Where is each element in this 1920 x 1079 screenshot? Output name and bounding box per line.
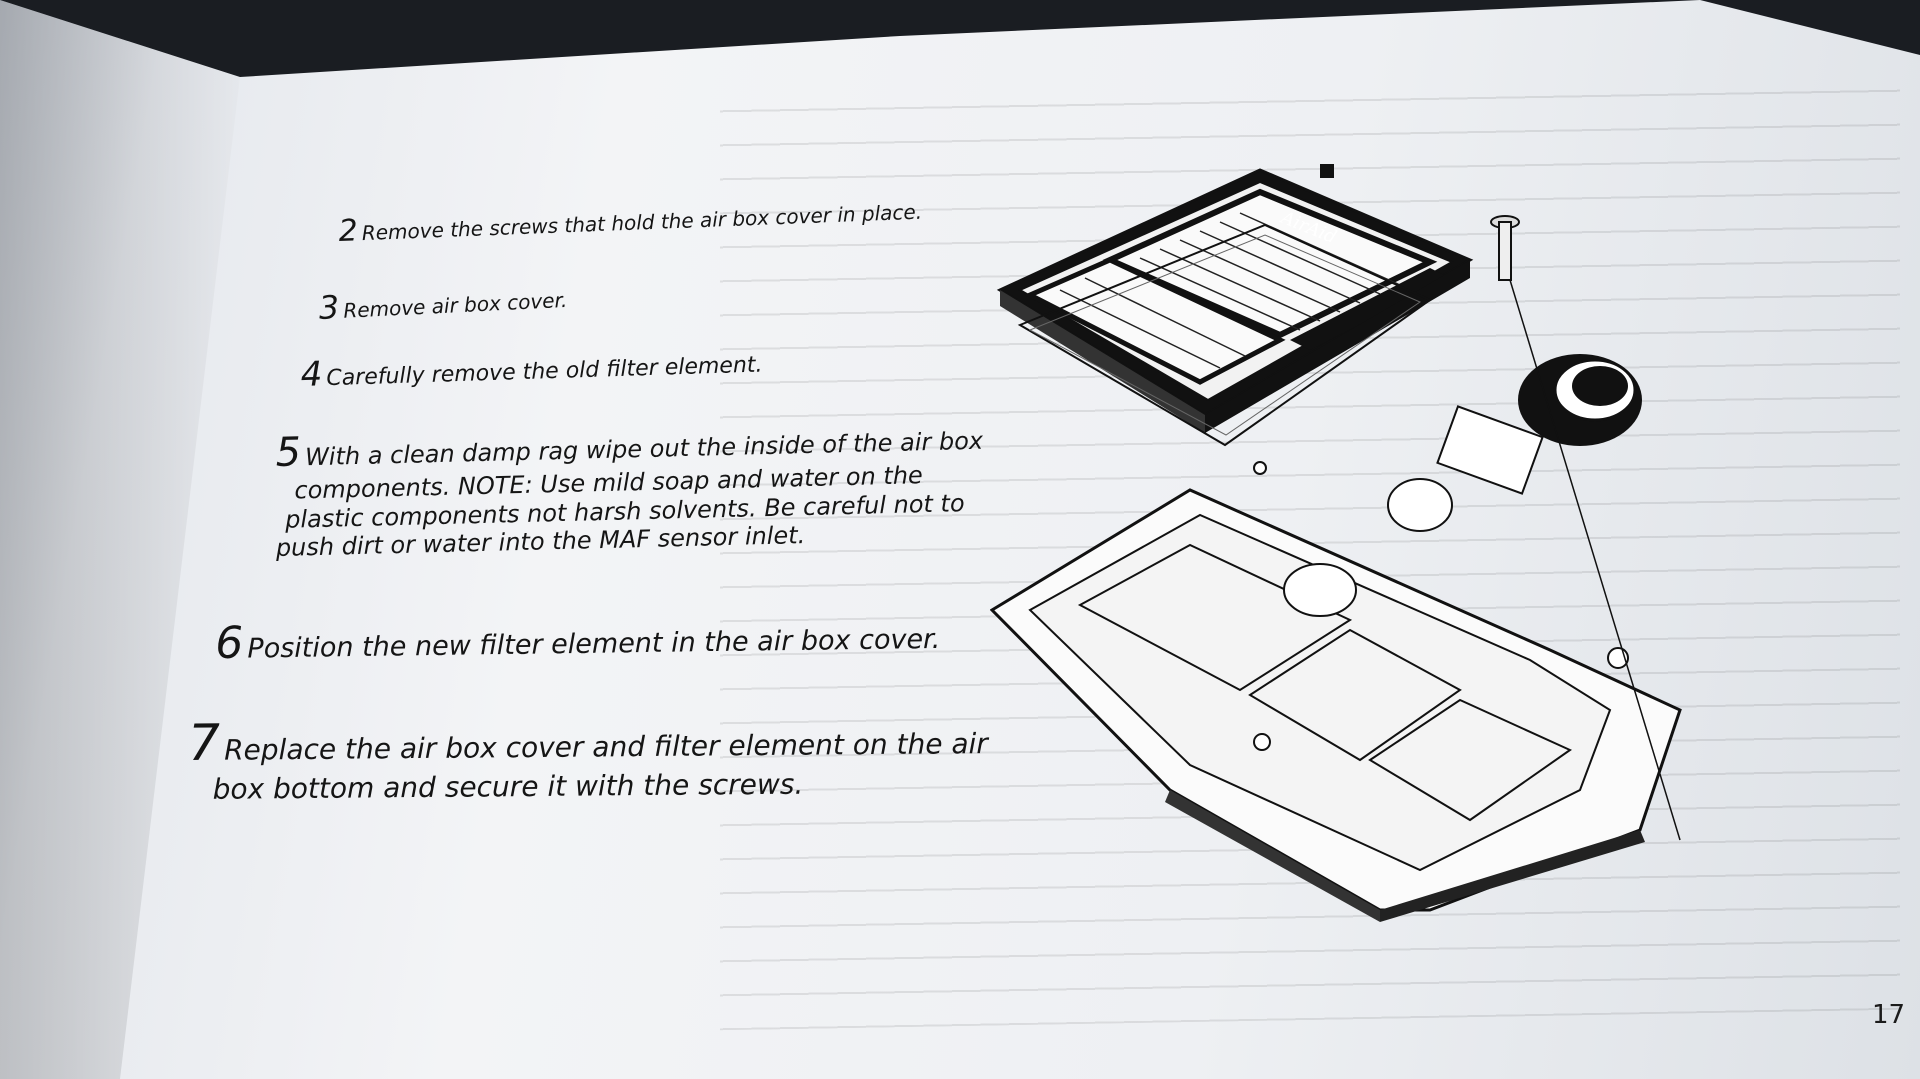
step-number: 7 <box>188 713 221 772</box>
step-text: Position the new filter element in the a… <box>247 623 941 665</box>
step-text: Remove air box cover. <box>342 287 568 323</box>
step-number: 4 <box>300 354 323 395</box>
step-text-line: box bottom and secure it with the screws… <box>212 767 804 806</box>
air-box-cover: AirAid <box>996 164 1474 433</box>
air-box-bottom <box>990 461 1682 922</box>
maf-coupler <box>1387 354 1642 532</box>
screw <box>1490 215 1520 281</box>
step-number: 6 <box>215 617 244 669</box>
page-number: 17 <box>1872 1000 1906 1030</box>
air-box-exploded-diagram: AirAid <box>990 164 1682 922</box>
step-text: Remove the screws that hold the air box … <box>361 199 923 246</box>
step-text: Carefully remove the old filter element. <box>326 352 763 392</box>
step-number: 2 <box>338 213 359 249</box>
step-text-line: Replace the air box cover and filter ele… <box>223 727 988 767</box>
screw-leader-line <box>1509 279 1681 841</box>
step-number: 5 <box>275 429 302 476</box>
step-number: 3 <box>317 288 341 327</box>
filter-element <box>1017 223 1432 447</box>
